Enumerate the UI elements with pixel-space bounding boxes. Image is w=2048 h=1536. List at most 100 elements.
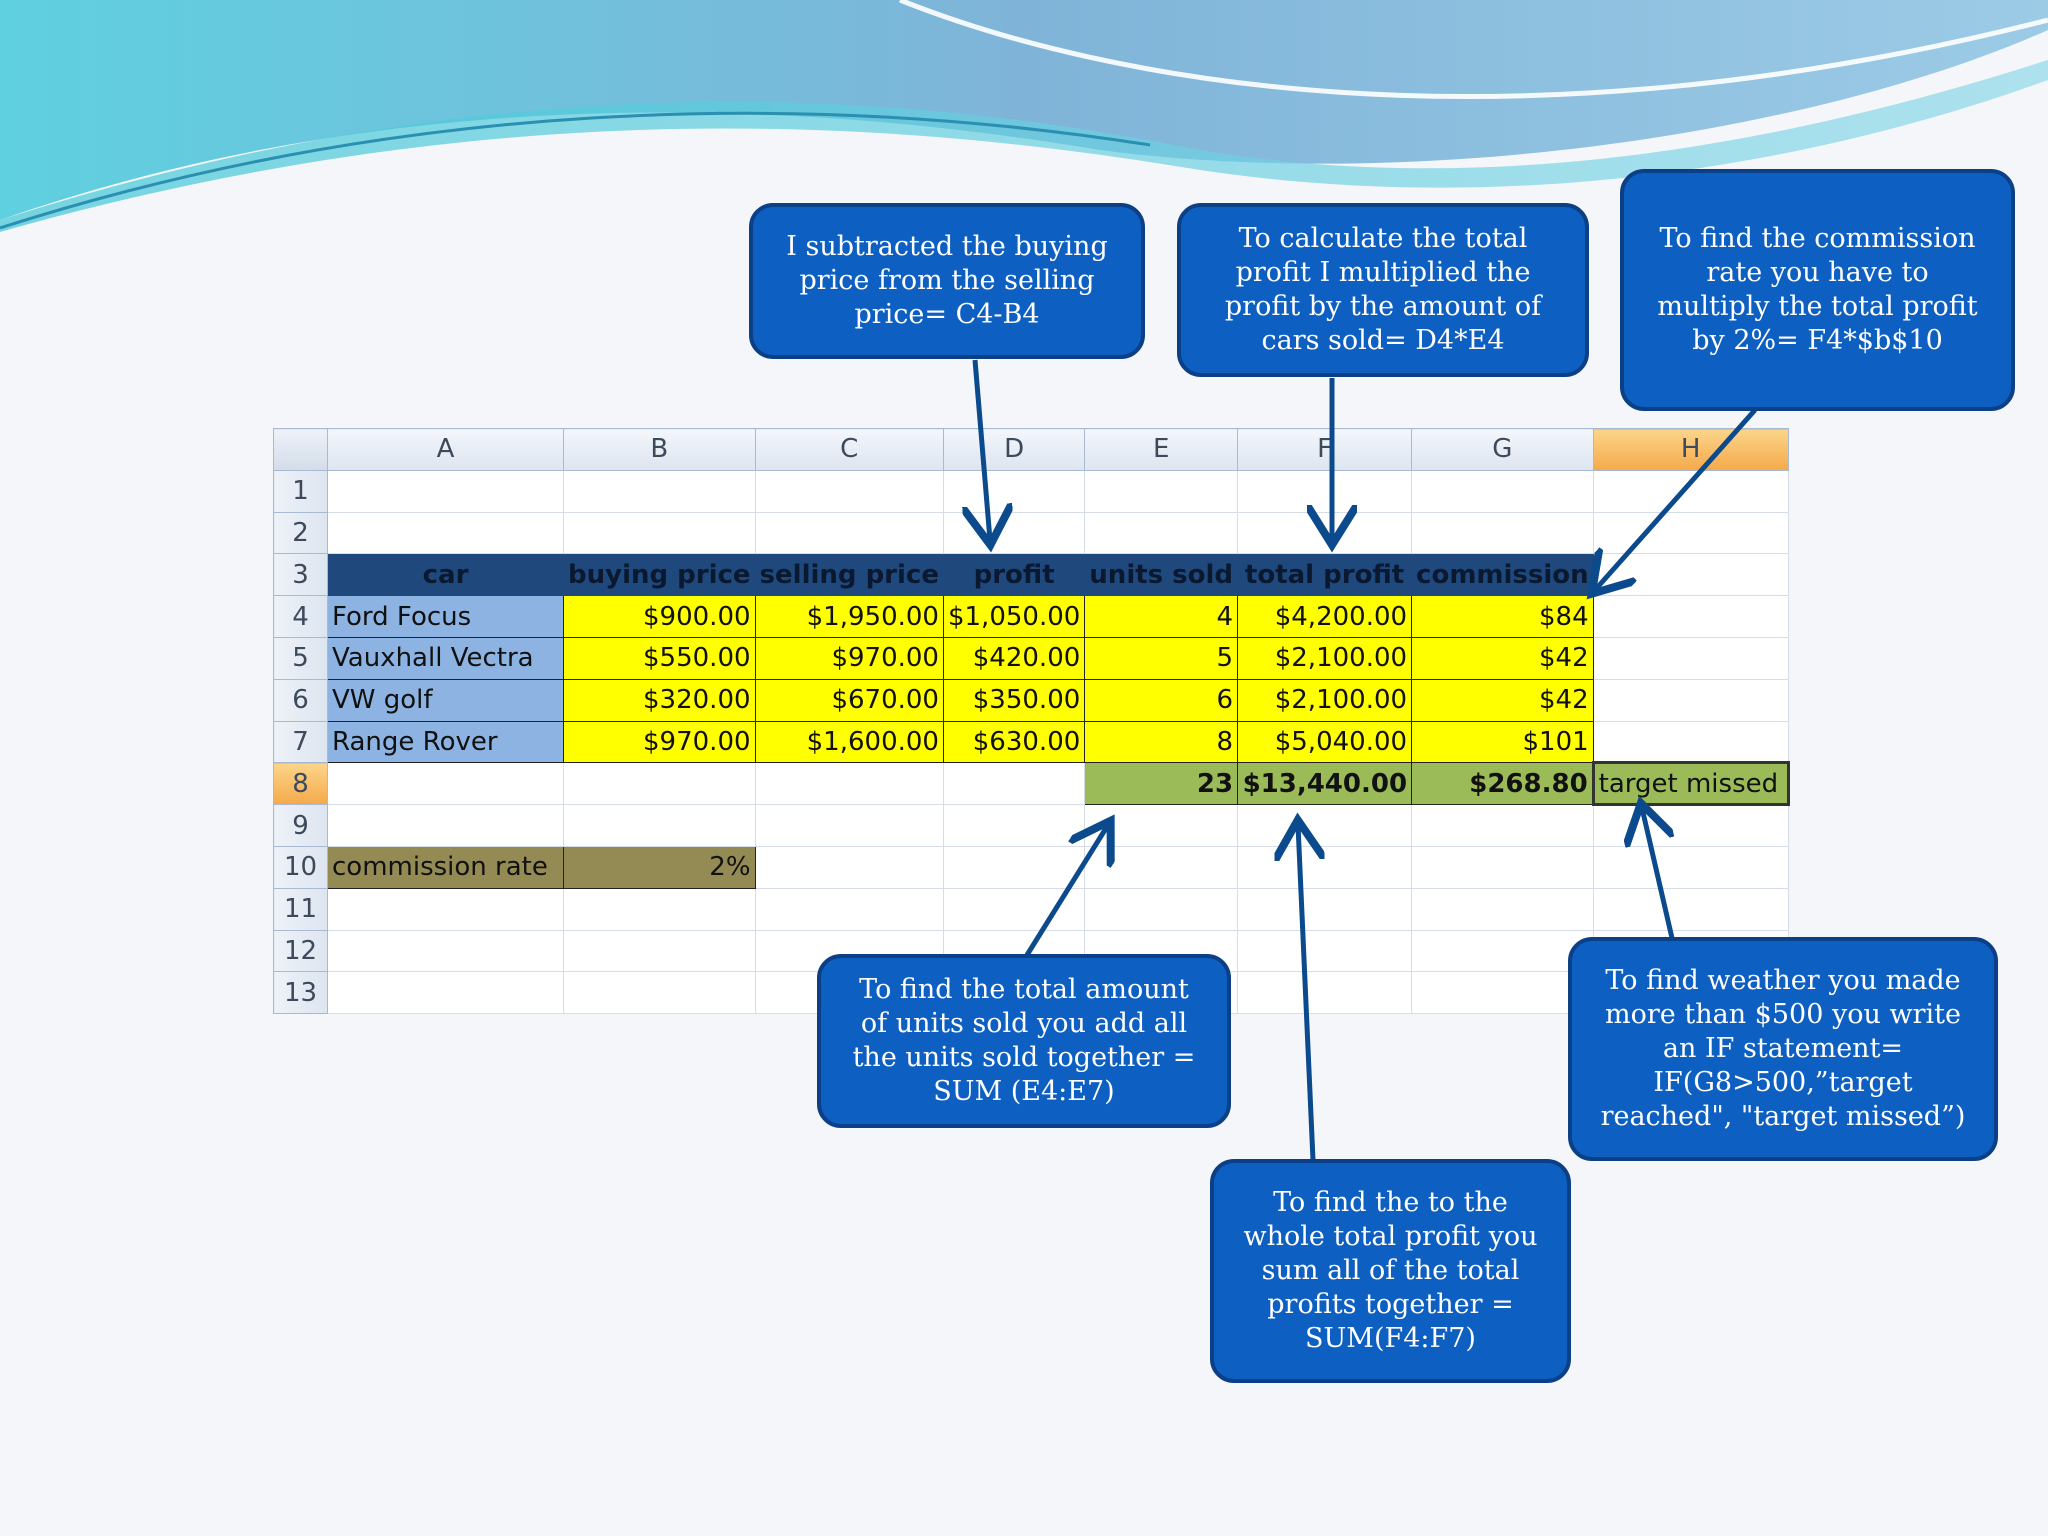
- cell[interactable]: [327, 971, 564, 1015]
- cell[interactable]: [1592, 553, 1789, 597]
- row-header-8[interactable]: 8: [273, 762, 328, 806]
- cell[interactable]: [1084, 469, 1239, 513]
- selling-price-cell[interactable]: $970.00: [754, 636, 944, 680]
- units-sold-cell[interactable]: 8: [1084, 720, 1239, 764]
- profit-cell[interactable]: $630.00: [942, 720, 1086, 764]
- cell[interactable]: [563, 511, 756, 555]
- target-status-cell[interactable]: target missed: [1591, 761, 1790, 807]
- cell[interactable]: [327, 804, 564, 847]
- cell[interactable]: [1411, 469, 1594, 513]
- cell[interactable]: [1237, 845, 1413, 889]
- cell[interactable]: [1411, 511, 1594, 555]
- cell[interactable]: [754, 469, 944, 513]
- selling-price-cell[interactable]: $1,950.00: [754, 595, 944, 638]
- total-profit-cell[interactable]: $2,100.00: [1237, 678, 1413, 722]
- row-header-11[interactable]: 11: [273, 887, 328, 931]
- cell[interactable]: [327, 469, 564, 513]
- cell[interactable]: [1592, 469, 1789, 513]
- cell[interactable]: [1592, 887, 1789, 931]
- car-name-cell[interactable]: Range Rover: [327, 720, 564, 764]
- column-header-b[interactable]: B: [563, 428, 756, 471]
- cell[interactable]: [942, 762, 1086, 806]
- car-name-cell[interactable]: Ford Focus: [327, 595, 564, 638]
- column-header-c[interactable]: C: [754, 428, 944, 471]
- commission-cell[interactable]: $101: [1411, 720, 1594, 764]
- buying-price-cell[interactable]: $550.00: [563, 636, 756, 680]
- header-cell-car[interactable]: car: [327, 553, 564, 597]
- cell[interactable]: [1411, 929, 1594, 973]
- cell[interactable]: [942, 469, 1086, 513]
- commission-rate-label-cell[interactable]: commission rate: [327, 845, 564, 889]
- commission-total-cell[interactable]: $268.80: [1411, 762, 1594, 806]
- cell[interactable]: [1411, 804, 1594, 847]
- commission-rate-value-cell[interactable]: 2%: [563, 845, 756, 889]
- column-header-f[interactable]: F: [1237, 428, 1413, 471]
- cell[interactable]: [1084, 887, 1239, 931]
- cell[interactable]: [1411, 971, 1594, 1015]
- cell[interactable]: [1237, 929, 1413, 973]
- cell[interactable]: [1592, 804, 1789, 847]
- buying-price-cell[interactable]: $900.00: [563, 595, 756, 638]
- buying-price-cell[interactable]: $970.00: [563, 720, 756, 764]
- cell[interactable]: [1084, 511, 1239, 555]
- header-cell-selling-price[interactable]: selling price: [754, 553, 944, 597]
- selling-price-cell[interactable]: $670.00: [754, 678, 944, 722]
- selling-price-cell[interactable]: $1,600.00: [754, 720, 944, 764]
- cell[interactable]: [942, 804, 1086, 847]
- cell[interactable]: [563, 762, 756, 806]
- column-header-a[interactable]: A: [327, 428, 564, 471]
- units-total-cell[interactable]: 23: [1084, 762, 1239, 806]
- cell[interactable]: [1237, 804, 1413, 847]
- cell[interactable]: [754, 804, 944, 847]
- cell[interactable]: [327, 762, 564, 806]
- cell[interactable]: [754, 511, 944, 555]
- cell[interactable]: [1592, 678, 1789, 722]
- column-header-d[interactable]: D: [942, 428, 1086, 471]
- header-cell-profit[interactable]: profit: [942, 553, 1086, 597]
- cell[interactable]: [1592, 720, 1789, 764]
- car-name-cell[interactable]: VW golf: [327, 678, 564, 722]
- commission-cell[interactable]: $84: [1411, 595, 1594, 638]
- column-header-e[interactable]: E: [1084, 428, 1239, 471]
- total-profit-sum-cell[interactable]: $13,440.00: [1237, 762, 1413, 806]
- cell[interactable]: [1592, 845, 1789, 889]
- commission-cell[interactable]: $42: [1411, 678, 1594, 722]
- select-all-corner[interactable]: [273, 428, 328, 471]
- column-header-g[interactable]: G: [1411, 428, 1594, 471]
- cell[interactable]: [563, 804, 756, 847]
- row-header-6[interactable]: 6: [273, 678, 328, 722]
- row-header-10[interactable]: 10: [273, 845, 328, 889]
- cell[interactable]: [942, 887, 1086, 931]
- car-name-cell[interactable]: Vauxhall Vectra: [327, 636, 564, 680]
- units-sold-cell[interactable]: 6: [1084, 678, 1239, 722]
- cell[interactable]: [1237, 971, 1413, 1015]
- total-profit-cell[interactable]: $2,100.00: [1237, 636, 1413, 680]
- units-sold-cell[interactable]: 4: [1084, 595, 1239, 638]
- profit-cell[interactable]: $420.00: [942, 636, 1086, 680]
- column-header-h[interactable]: H: [1592, 428, 1789, 471]
- header-cell-units-sold[interactable]: units sold: [1084, 553, 1239, 597]
- row-header-5[interactable]: 5: [273, 636, 328, 680]
- cell[interactable]: [563, 887, 756, 931]
- total-profit-cell[interactable]: $5,040.00: [1237, 720, 1413, 764]
- row-header-4[interactable]: 4: [273, 595, 328, 638]
- row-header-2[interactable]: 2: [273, 511, 328, 555]
- header-cell-buying-price[interactable]: buying price: [563, 553, 756, 597]
- cell[interactable]: [1084, 804, 1239, 847]
- cell[interactable]: [754, 887, 944, 931]
- row-header-12[interactable]: 12: [273, 929, 328, 973]
- header-cell-total-profit[interactable]: total profit: [1237, 553, 1413, 597]
- row-header-1[interactable]: 1: [273, 469, 328, 513]
- row-header-3[interactable]: 3: [273, 553, 328, 597]
- cell[interactable]: [754, 762, 944, 806]
- cell[interactable]: [1237, 469, 1413, 513]
- cell[interactable]: [1411, 887, 1594, 931]
- profit-cell[interactable]: $350.00: [942, 678, 1086, 722]
- cell[interactable]: [327, 929, 564, 973]
- row-header-13[interactable]: 13: [273, 971, 328, 1015]
- cell[interactable]: [327, 887, 564, 931]
- commission-cell[interactable]: $42: [1411, 636, 1594, 680]
- row-header-7[interactable]: 7: [273, 720, 328, 764]
- cell[interactable]: [1592, 595, 1789, 638]
- cell[interactable]: [1592, 511, 1789, 555]
